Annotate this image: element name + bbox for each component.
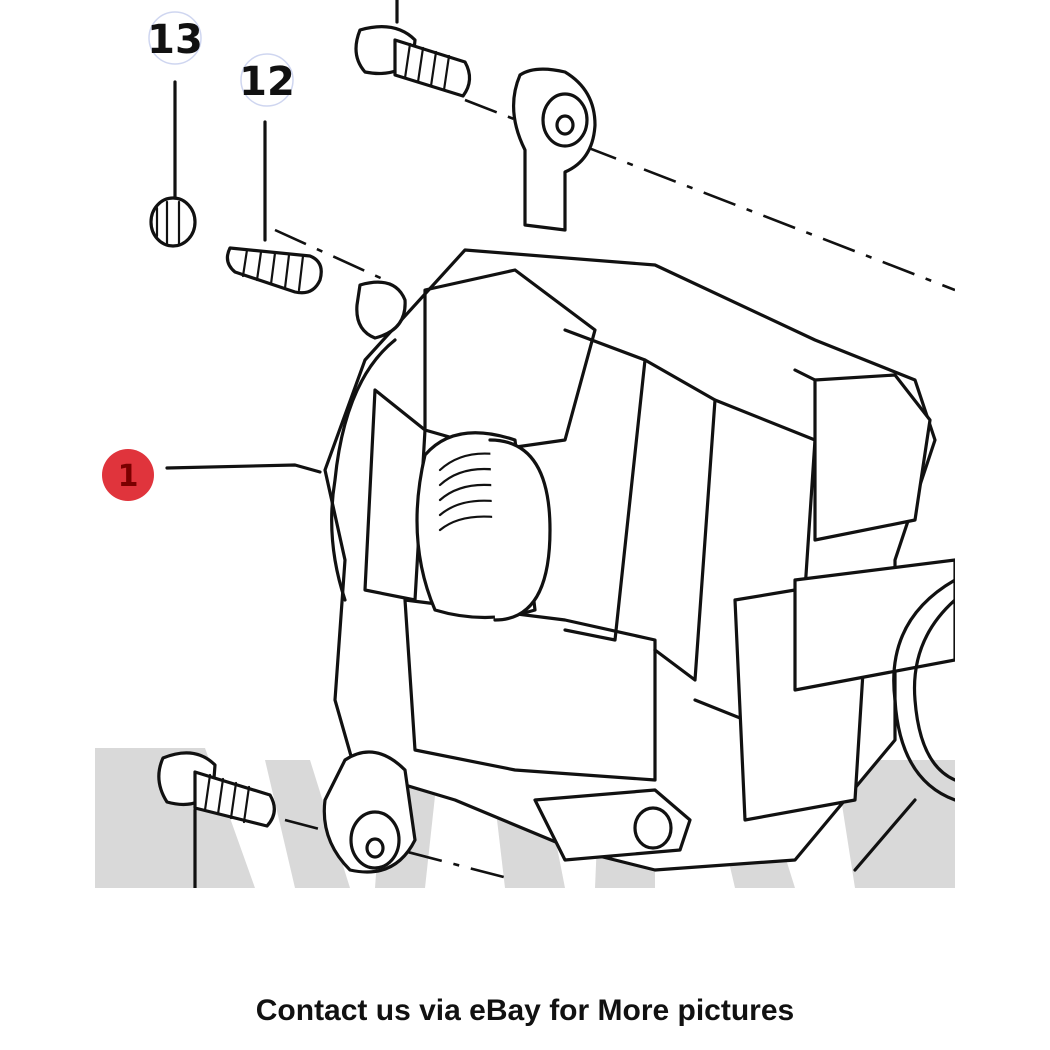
callout-1[interactable]: 1 xyxy=(102,449,154,501)
bleeder-screw xyxy=(225,246,407,340)
bleeder-cap xyxy=(149,196,197,248)
callout-leaders xyxy=(165,80,322,474)
brake-caliper xyxy=(322,67,955,874)
callout-12[interactable]: 12 xyxy=(239,53,295,107)
caption-text: Contact us via eBay for More pictures xyxy=(255,994,795,1027)
svg-text:1: 1 xyxy=(118,459,139,494)
parts-diagram: 13 12 1 xyxy=(95,0,955,888)
svg-text:13: 13 xyxy=(147,17,203,63)
top-bolt xyxy=(354,0,472,98)
bottom-bolt xyxy=(157,751,276,888)
svg-text:12: 12 xyxy=(239,59,295,105)
callout-13[interactable]: 13 xyxy=(147,11,203,65)
